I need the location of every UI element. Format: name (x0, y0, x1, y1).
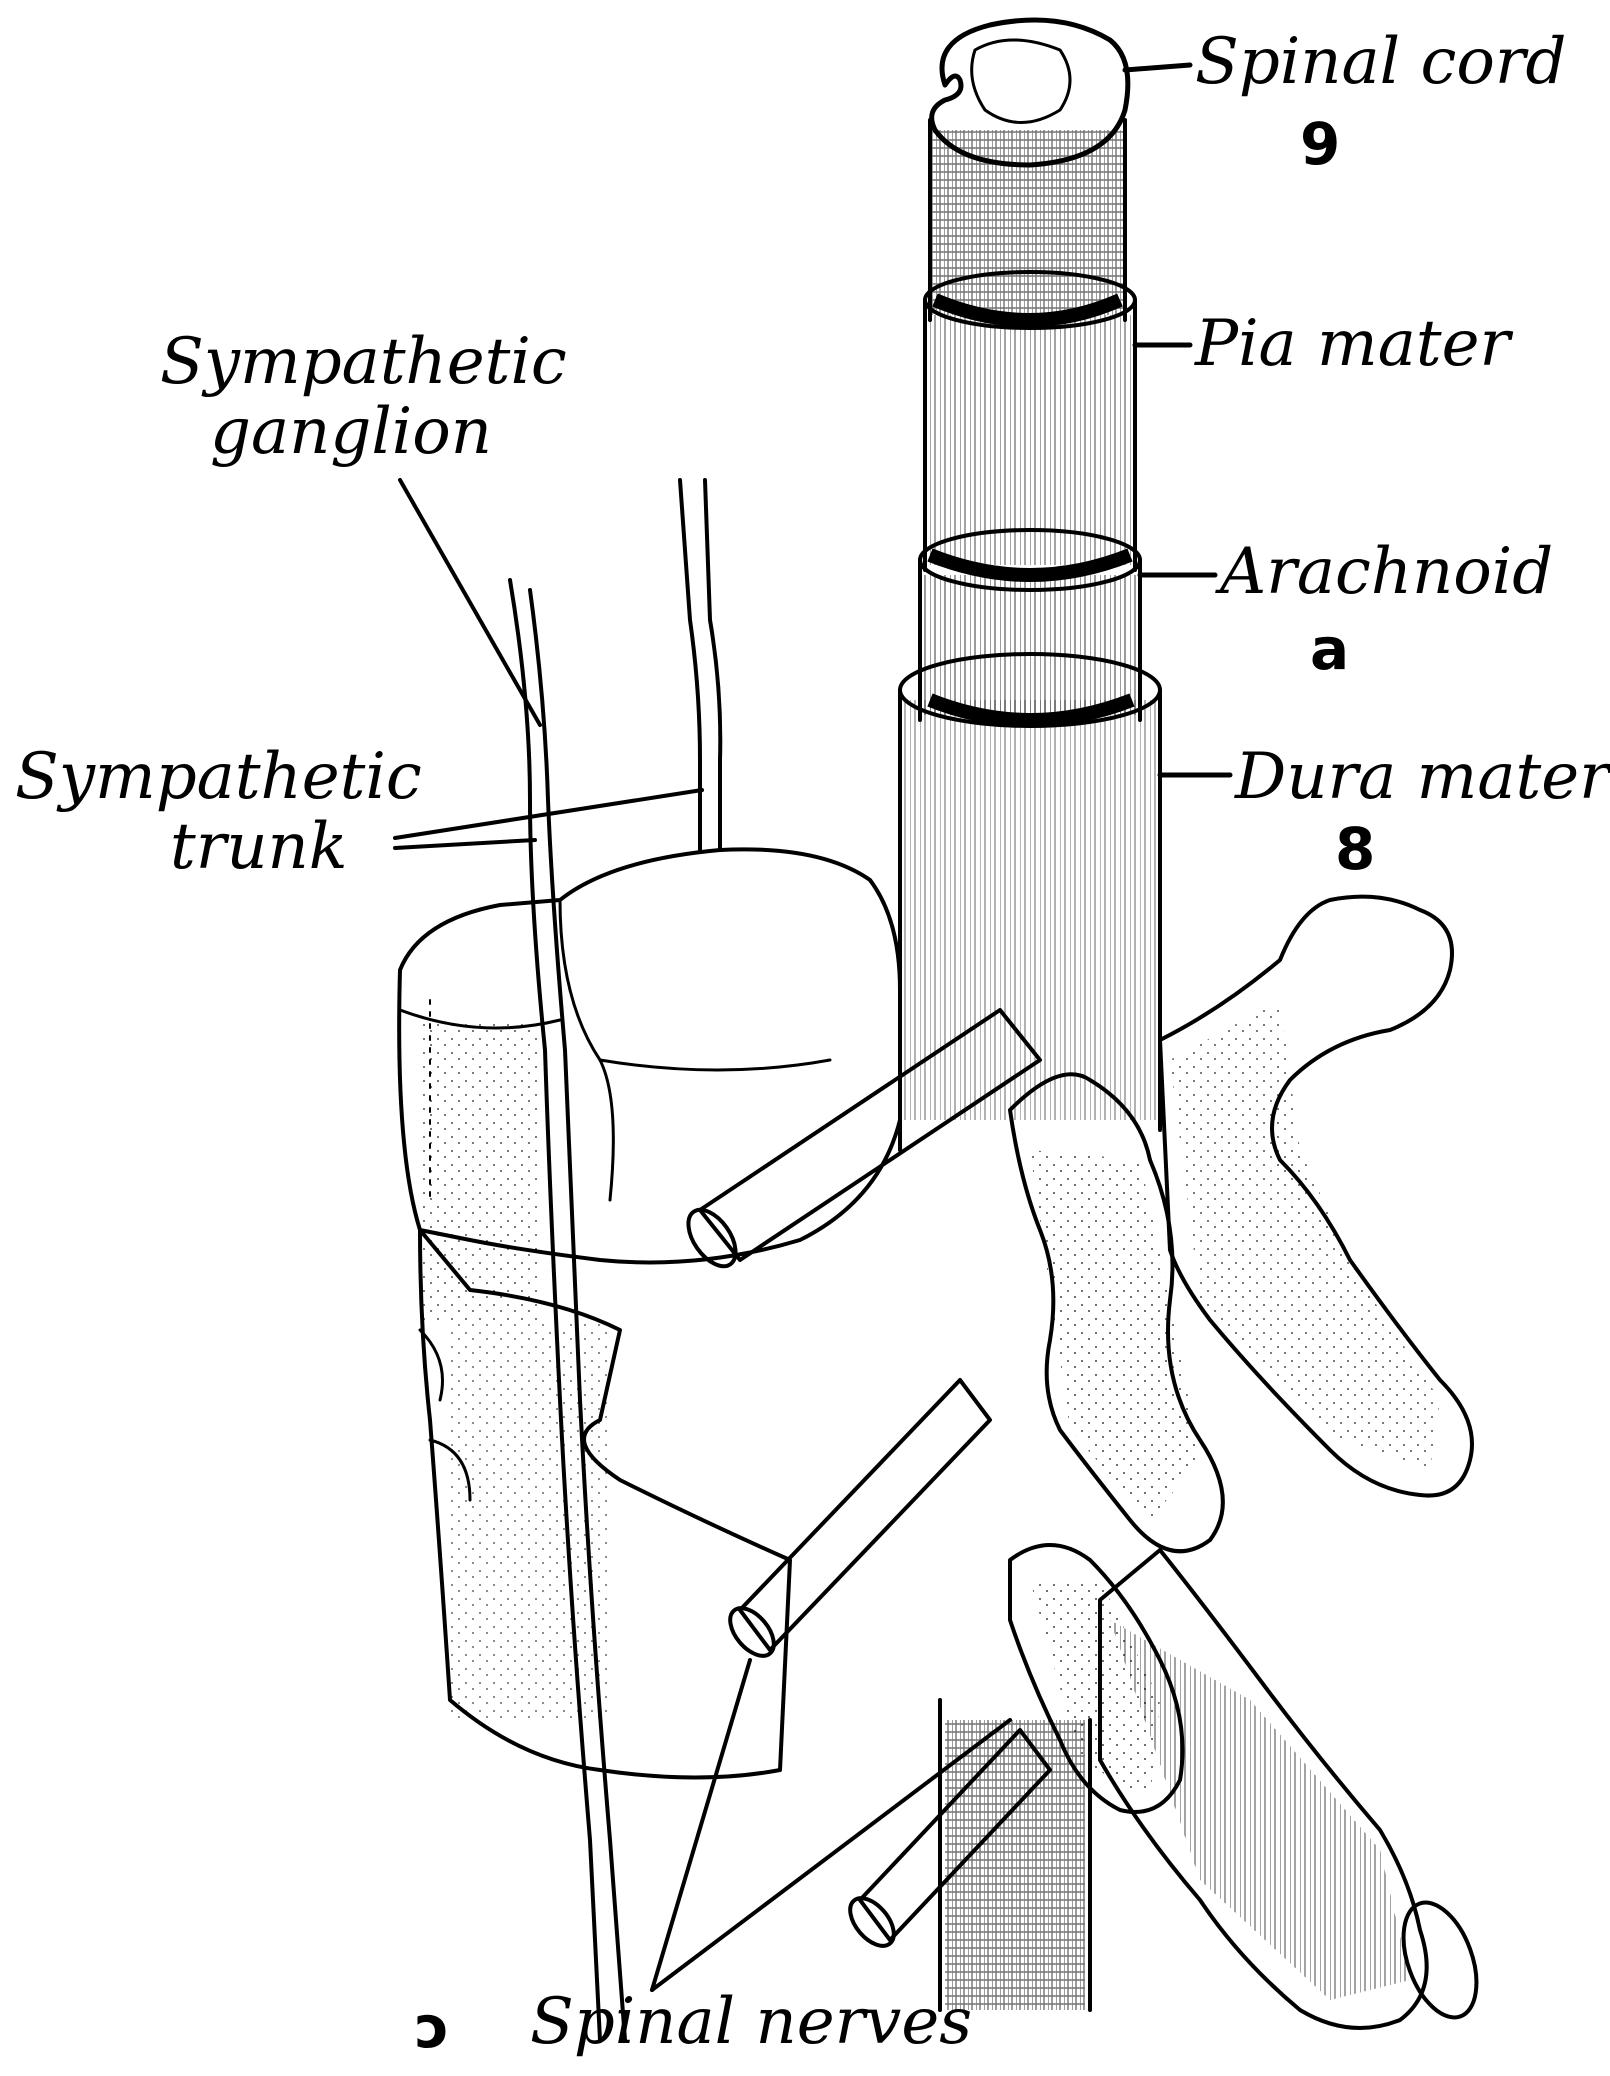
lower-rib (1100, 1550, 1491, 2028)
label-dura-mater: Dura mater (1235, 745, 1610, 809)
label-spinal-cord-mark: 9 (1300, 115, 1340, 173)
label-dura-mater-mark: 8 (1335, 820, 1375, 878)
transverse-process (1160, 897, 1472, 1496)
vertebral-body-upper (399, 849, 900, 1320)
spinal-nerve-middle (722, 1380, 990, 1664)
label-sympathetic-trunk-line2: trunk (170, 815, 348, 879)
label-arachnoid: Arachnoid (1220, 540, 1553, 604)
label-spinal-nerves: Spinal nerves (530, 1990, 972, 2054)
label-pia-mater: Pia mater (1195, 312, 1510, 376)
label-sympathetic-trunk-line1: Sympathetic (15, 745, 422, 809)
label-spinal-cord: Spinal cord (1195, 30, 1566, 94)
label-sympathetic-ganglion-line2: ganglion (210, 400, 492, 464)
spinal-cord (930, 20, 1128, 320)
label-sympathetic-ganglion-line1: Sympathetic (160, 330, 567, 394)
label-arachnoid-mark: a (1310, 620, 1349, 678)
label-spinal-nerves-mark: ɔ (415, 1998, 449, 2056)
